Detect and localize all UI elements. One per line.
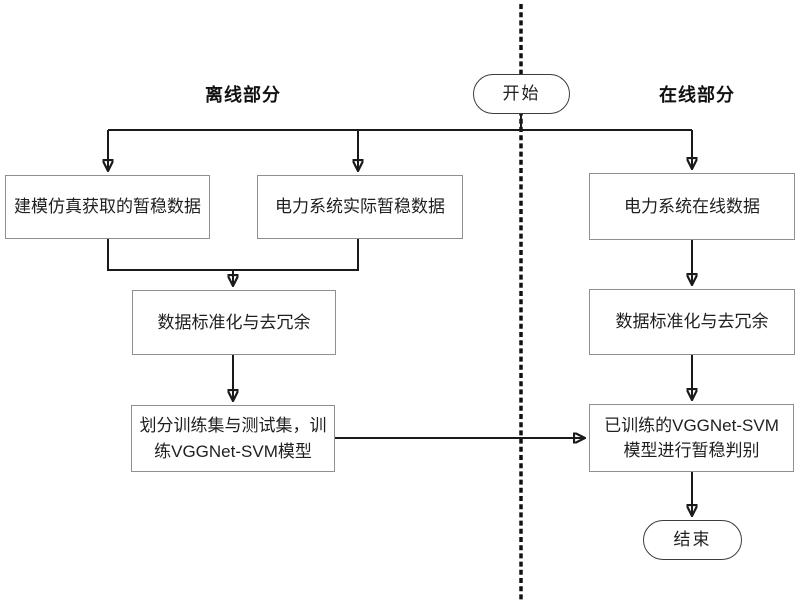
online-classify-box: 已训练的VGGNet-SVM模型进行暂稳判别: [589, 404, 794, 472]
online-normalize-box: 数据标准化与去冗余: [589, 289, 795, 355]
online-data-box: 电力系统在线数据: [589, 173, 795, 240]
offline-normalize-box: 数据标准化与去冗余: [132, 290, 336, 355]
online-section-label: 在线部分: [659, 85, 735, 105]
offline-train-box: 划分训练集与测试集，训练VGGNet-SVM模型: [131, 405, 335, 472]
offline-section-label: 离线部分: [205, 85, 281, 105]
end-terminal: 结束: [643, 520, 742, 560]
connector-offline-merge: [107, 239, 359, 271]
start-terminal: 开始: [473, 74, 570, 114]
offline-actual-data-box: 电力系统实际暂稳数据: [257, 175, 463, 239]
offline-sim-data-box: 建模仿真获取的暂稳数据: [5, 175, 210, 239]
